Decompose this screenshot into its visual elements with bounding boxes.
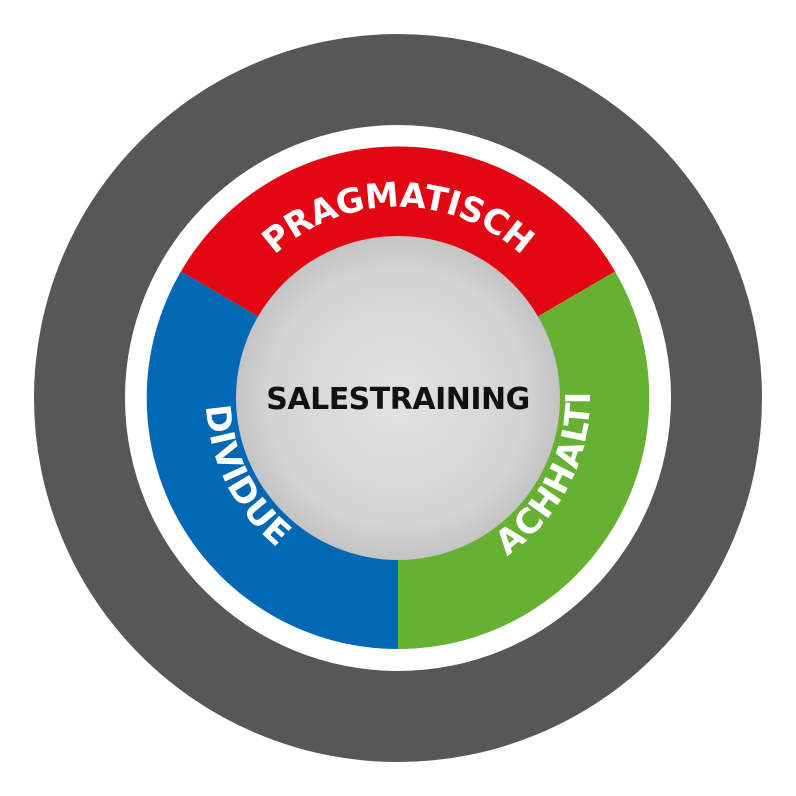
center-disc [236, 236, 560, 560]
center-label: SALESTRAINING [266, 382, 530, 417]
